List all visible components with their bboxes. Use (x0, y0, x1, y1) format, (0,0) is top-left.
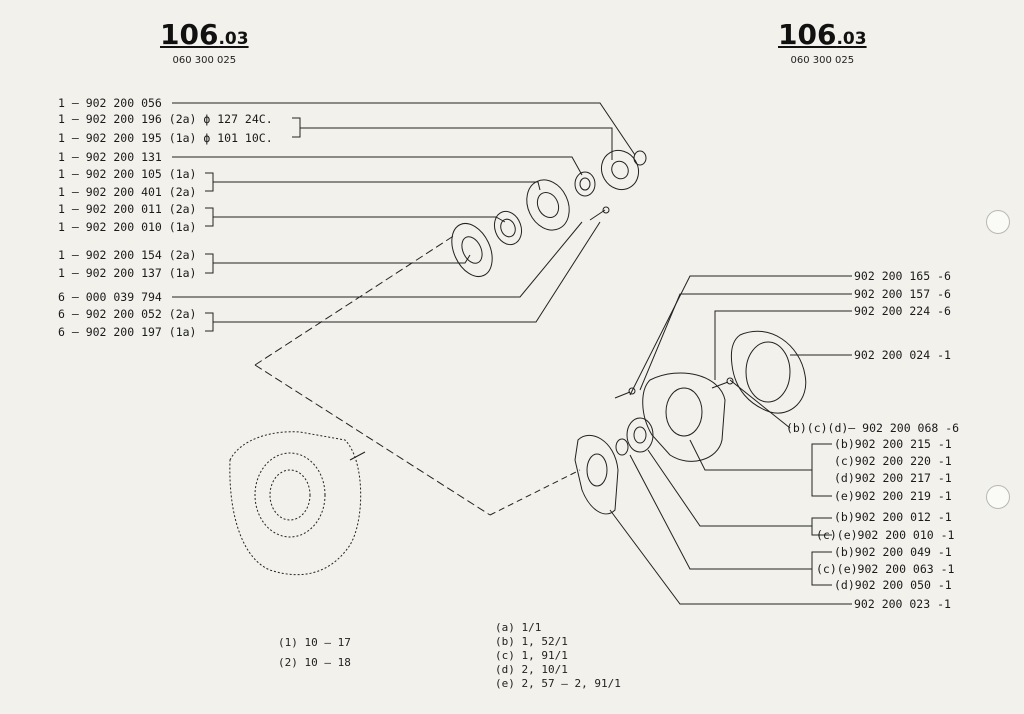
part-label: 902 200 157 -6 (854, 287, 951, 301)
part-label: (b)902 200 049 -1 (834, 545, 952, 559)
leader-line (172, 156, 583, 176)
leader-line (729, 379, 791, 429)
part-label: 1 – 902 200 056 (58, 96, 162, 110)
nut-part (633, 150, 647, 166)
page-code: 060 300 025 (790, 55, 855, 66)
gasket-part (574, 434, 619, 515)
footnote: (a) 1/1 (495, 621, 542, 634)
center-line (254, 234, 456, 366)
seal-part (574, 171, 596, 197)
part-label: (e)902 200 219 -1 (834, 489, 952, 503)
leader-line (213, 221, 601, 323)
bearing-part (493, 210, 523, 246)
flange-part (600, 149, 640, 191)
footnote: (e) 2, 57 – 2, 91/1 (495, 677, 621, 690)
page-code: 060 300 025 (172, 55, 237, 66)
part-label: 1 – 902 200 011 (2a) (58, 202, 197, 216)
punch-hole (986, 210, 1010, 234)
leader-line (689, 439, 812, 471)
cover-plate-part (642, 372, 726, 462)
center-line (489, 469, 581, 516)
footnote: (c) 1, 91/1 (495, 649, 568, 662)
bracket (292, 117, 301, 138)
leader-line (714, 310, 852, 380)
part-label: 1 – 902 200 131 (58, 150, 162, 164)
part-label: 6 – 902 200 052 (2a) (58, 307, 197, 321)
leader-line (300, 127, 613, 160)
leader-line (172, 221, 583, 298)
part-label: 1 – 902 200 105 (1a) (58, 167, 197, 181)
part-label: 1 – 902 200 154 (2a) (58, 248, 197, 262)
page-header-right: 106.03 060 300 025 (778, 18, 867, 67)
bracket (205, 207, 214, 227)
bolt-part (711, 381, 729, 389)
gasket-ring-part (730, 330, 807, 414)
cover-part (526, 179, 570, 231)
part-label: 1 – 902 200 195 (1a) ϕ 101 10C. (58, 131, 273, 145)
part-label: (c)(e)902 200 010 -1 (816, 528, 955, 542)
part-label: (c)902 200 220 -1 (834, 454, 952, 468)
page-number: 106.03 (160, 18, 249, 51)
part-label: (d)902 200 217 -1 (834, 471, 952, 485)
page-header-left: 106.03 060 300 025 (160, 18, 249, 67)
part-label: 902 200 165 -6 (854, 269, 951, 283)
part-label: 6 – 000 039 794 (58, 290, 162, 304)
part-label: (b)(c)(d)— 902 200 068 -6 (786, 421, 960, 435)
bolt-part (589, 209, 606, 221)
leader-line (639, 293, 852, 391)
bolt-part (614, 391, 631, 399)
bracket (205, 253, 214, 274)
seal-part (615, 438, 629, 456)
footnote: (d) 2, 10/1 (495, 663, 568, 676)
leader-line (172, 102, 636, 156)
part-label: 902 200 224 -6 (854, 304, 951, 318)
gasket-part (451, 223, 493, 277)
footnote: (2) 10 – 18 (278, 656, 351, 669)
leader-line (213, 216, 506, 223)
page-number: 106.03 (778, 18, 867, 51)
bracket (205, 172, 214, 192)
punch-hole (986, 485, 1010, 509)
bracket (811, 443, 832, 497)
leader-line (213, 181, 541, 191)
part-label: (c)(e)902 200 063 -1 (816, 562, 955, 576)
leader-line (213, 254, 471, 264)
leader-line (647, 449, 812, 527)
part-label: 1 – 902 200 196 (2a) ϕ 127 24C. (58, 112, 273, 126)
part-label: 1 – 902 200 401 (2a) (58, 185, 197, 199)
center-line (254, 364, 491, 516)
bearing-part (626, 417, 654, 453)
housing-part (229, 431, 362, 576)
bracket (205, 312, 214, 332)
leader-line (629, 454, 812, 570)
leader-line (609, 509, 852, 605)
part-label: 902 200 023 -1 (854, 597, 951, 611)
part-label: 1 – 902 200 137 (1a) (58, 266, 197, 280)
part-label: (b)902 200 215 -1 (834, 437, 952, 451)
footnote: (1) 10 – 17 (278, 636, 351, 649)
part-label: (b)902 200 012 -1 (834, 510, 952, 524)
part-label: 6 – 902 200 197 (1a) (58, 325, 197, 339)
footnote: (b) 1, 52/1 (495, 635, 568, 648)
leader-line (629, 275, 852, 396)
part-label: 902 200 024 -1 (854, 348, 951, 362)
part-label: (d)902 200 050 -1 (834, 578, 952, 592)
part-label: 1 – 902 200 010 (1a) (58, 220, 197, 234)
